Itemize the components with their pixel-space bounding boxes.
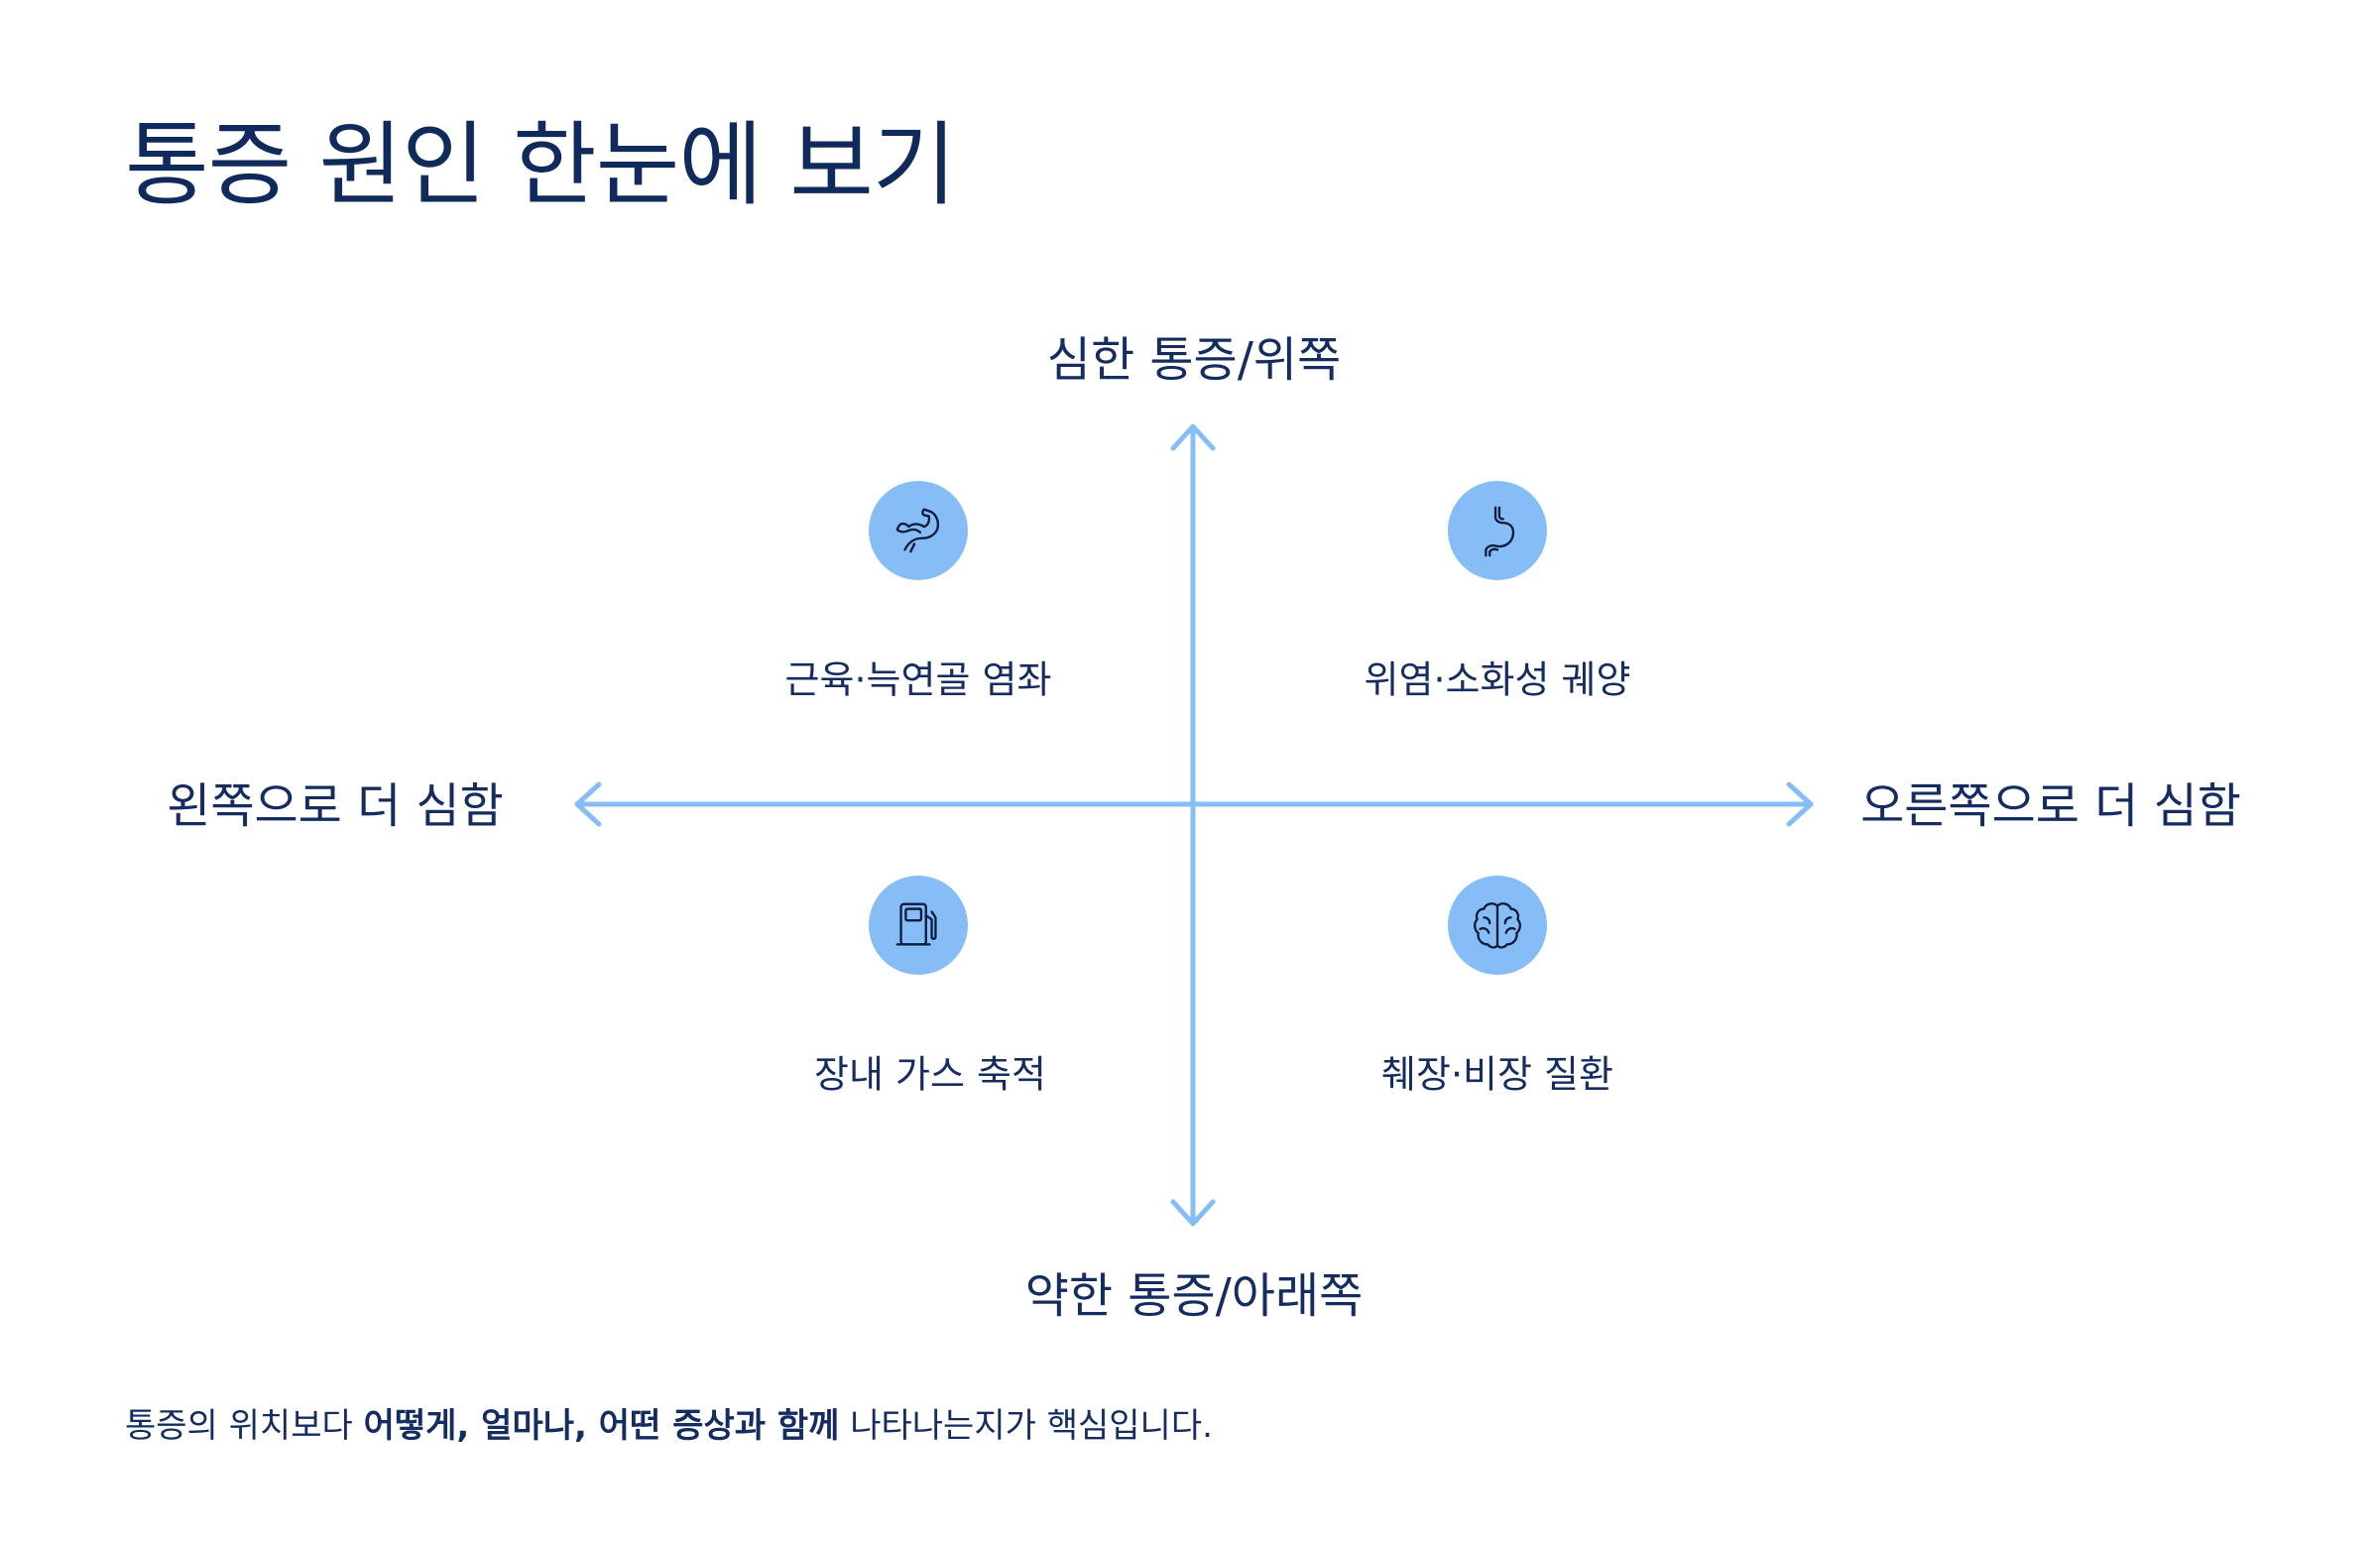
quadrant-label-top-right: 위염·소화성 궤양 (1364, 657, 1631, 702)
page-title: 통증 원인 한눈에 보기 (125, 112, 956, 218)
brain-icon (1448, 876, 1547, 975)
axis-label-bottom: 약한 통증/아래쪽 (1024, 1268, 1364, 1324)
axis-label-left: 왼쪽으로 더 심함 (167, 778, 504, 834)
axis-label-top: 심한 통증/위쪽 (1046, 332, 1342, 388)
arrow-down (1170, 1199, 1216, 1227)
footnote-prefix: 통증의 위치보다 (125, 1406, 364, 1446)
fuel-pump-icon (869, 876, 968, 975)
quadrant-label-bottom-left: 장내 가스 축적 (814, 1052, 1046, 1097)
stomach-icon (1448, 481, 1547, 580)
footnote-suffix: 나타나는지가 핵심입니다. (839, 1406, 1213, 1446)
quadrant-label-top-left: 근육·늑연골 염좌 (784, 657, 1052, 702)
quadrant-label-bottom-right: 췌장·비장 질환 (1381, 1052, 1613, 1097)
axis-label-right: 오른쪽으로 더 심함 (1860, 778, 2241, 834)
flexed-arm-icon (869, 481, 968, 580)
arrow-up (1170, 423, 1216, 451)
footnote: 통증의 위치보다 어떻게, 얼마나, 어떤 증상과 함께 나타나는지가 핵심입니… (125, 1398, 1213, 1447)
footnote-emphasis: 어떻게, 얼마나, 어떤 증상과 함께 (363, 1406, 840, 1446)
arrow-left (574, 781, 602, 827)
arrow-right (1786, 781, 1814, 827)
